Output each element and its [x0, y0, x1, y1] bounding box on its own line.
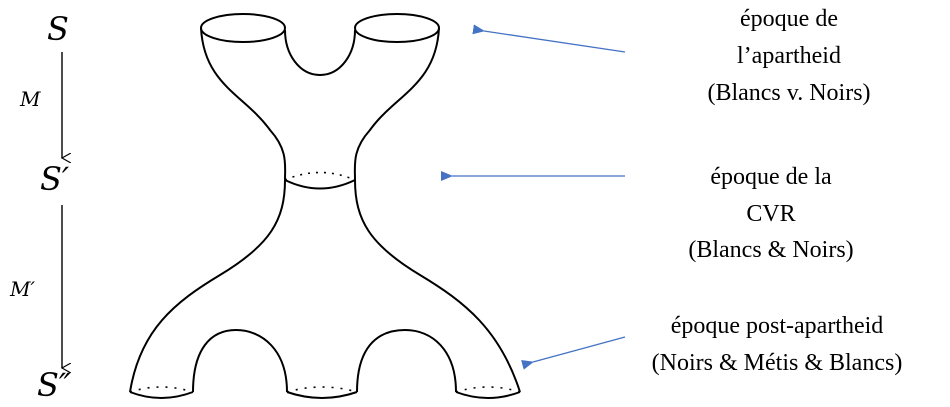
apartheid-pointer-arrow [484, 31, 625, 52]
upper-crotch-outline [285, 30, 355, 75]
top-left-circle [201, 14, 285, 42]
lower-right-arch [357, 330, 456, 392]
neck-circle-front [285, 180, 355, 189]
post-apartheid-pointer-arrow [533, 337, 625, 362]
annotation-post-apartheid-line-2: (Noirs & Métis & Blancs) [652, 350, 903, 376]
bottom-left-circle-back [130, 387, 193, 392]
top-right-circle [355, 14, 439, 42]
bottom-right-circle-back [456, 387, 520, 392]
map-m-prime-label: M′ [9, 277, 35, 301]
annotation-cvr-line-1: époque de la [710, 164, 832, 190]
annotation-post-apartheid: époque post-apartheid (Noirs & Métis & B… [652, 313, 903, 376]
lower-left-arch [193, 330, 287, 392]
state-s-label: S [47, 10, 69, 48]
state-s-prime-label: S′ [40, 160, 70, 198]
annotation-apartheid: époque de l’apartheid (Blancs v. Noirs) [707, 6, 870, 106]
cobordism-surface [130, 14, 520, 398]
annotation-cvr: époque de la CVR (Blancs & Noirs) [688, 164, 853, 263]
annotation-apartheid-line-3: (Blancs v. Noirs) [707, 80, 870, 106]
neck-circle-back [285, 173, 355, 181]
annotation-apartheid-line-2: l’apartheid [737, 43, 841, 69]
annotation-post-apartheid-line-1: époque post-apartheid [671, 313, 884, 339]
bottom-middle-circle-back [287, 387, 357, 392]
map-m-label: M [19, 87, 41, 111]
bottom-right-circle-front [456, 392, 520, 398]
bottom-middle-circle-front [287, 392, 357, 398]
annotation-apartheid-line-1: époque de [740, 6, 838, 32]
state-s-double-prime-label: S″ [37, 366, 71, 404]
bottom-left-circle-front [130, 392, 193, 398]
annotation-cvr-line-3: (Blancs & Noirs) [688, 237, 853, 263]
annotation-cvr-line-2: CVR [746, 201, 795, 227]
